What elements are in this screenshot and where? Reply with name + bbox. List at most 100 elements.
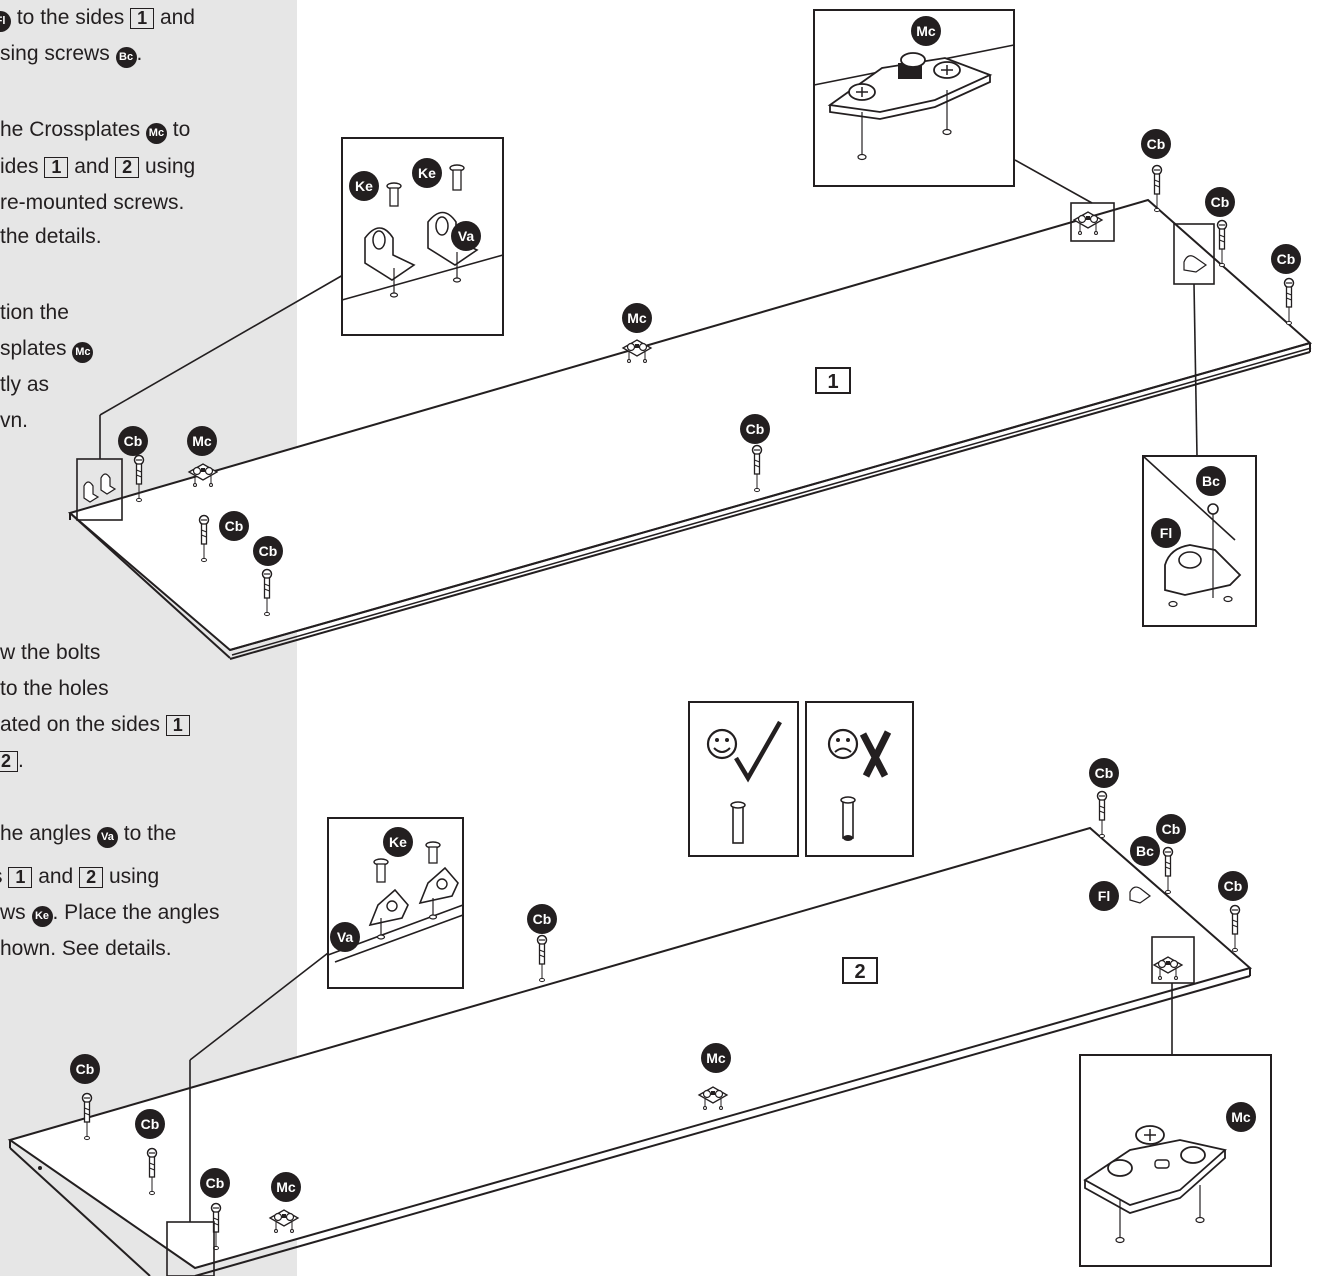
part-badge-label: Cb — [533, 911, 552, 927]
part-badge-label: Ke — [418, 165, 436, 181]
step5-line2: s 1 and 2 using — [0, 861, 159, 893]
angle-va — [83, 473, 117, 503]
fitting-fl — [1129, 886, 1152, 904]
part-badge-label: Fl — [1160, 525, 1172, 541]
part-badge-cb — [740, 414, 770, 444]
part-badge-label: Cb — [1277, 251, 1296, 267]
correct-example — [688, 701, 799, 857]
step5-line4: hown. See details. — [0, 937, 172, 960]
step3-line2: splates Mc — [0, 333, 94, 365]
step4-line3: ated on the sides 1 — [0, 709, 190, 741]
part-badge-mc — [187, 426, 217, 456]
screw-cb — [536, 934, 548, 983]
step2-line2: ides 1 and 2 using — [0, 155, 196, 178]
part-badge-label: Mc — [1231, 1109, 1251, 1125]
part-badge-label: Mc — [192, 433, 212, 449]
step4-line2: to the holes — [0, 677, 109, 700]
part-badge-cb — [527, 904, 557, 934]
part-badge-ke — [349, 171, 379, 201]
part-badge-mc — [622, 303, 652, 333]
step2-line1: he Crossplates Mc to — [0, 114, 190, 146]
step2-line4: the details. — [0, 225, 102, 248]
part-badge-cb — [1205, 187, 1235, 217]
step3-line4: vn. — [0, 409, 29, 432]
step1-line1: Fl to the sides 1 and — [0, 2, 195, 34]
panel-2-label: 2 — [854, 961, 865, 983]
panel-ref-1: 1 — [165, 715, 190, 736]
step3-line3: tly as — [0, 373, 50, 396]
part-badge-label: Va — [458, 228, 475, 244]
part-badge-mc — [911, 16, 941, 46]
step5-line3: ws Ke. Place the angles — [0, 897, 219, 929]
part-badge-cb — [1089, 758, 1119, 788]
panel-ref-1: 1 — [8, 867, 33, 888]
screw-cb — [1096, 790, 1108, 839]
step2-line3: re-mounted screws. — [0, 191, 185, 214]
part-badge-cb — [118, 426, 148, 456]
screw-cb — [1283, 277, 1295, 326]
part-badge-cb — [70, 1054, 100, 1084]
part-badge-label: Cb — [746, 421, 765, 437]
part-badge-label: Fl — [1098, 888, 1110, 904]
panel-1-label-box — [815, 367, 851, 394]
part-badge-cb — [1218, 871, 1248, 901]
step4-line4: 2. — [0, 745, 24, 777]
part-badge-cb — [200, 1168, 230, 1198]
part-badge-label: Cb — [141, 1116, 160, 1132]
panel-1-label: 1 — [827, 371, 838, 393]
part-badge-label: Mc — [706, 1050, 726, 1066]
panel-ref-1: 1 — [130, 8, 155, 29]
part-badge-label: Mc — [916, 23, 936, 39]
part-badge-ke — [412, 158, 442, 188]
part-badge-ke — [383, 827, 413, 857]
part-badge-cb — [1141, 129, 1171, 159]
part-badge-label: Cb — [206, 1175, 225, 1191]
part-badge-mc — [1226, 1102, 1256, 1132]
panel-1-board — [67, 198, 1313, 660]
panel-ref-1: 1 — [44, 157, 69, 178]
part-badge-label: Cb — [225, 518, 244, 534]
part-badge-label: Bc — [1136, 843, 1154, 859]
part-badge-label: Cb — [1095, 765, 1114, 781]
panel-2-label-box — [842, 957, 878, 984]
part-badge-label: Cb — [1224, 878, 1243, 894]
part-badge-fl: Fl — [0, 11, 11, 32]
screw-cb — [1216, 219, 1228, 268]
part-badge-label: Cb — [1147, 136, 1166, 152]
screw-cb — [1162, 846, 1174, 895]
step5-line1: he angles Va to the — [0, 818, 176, 850]
step1-line2: sing screws Bc. — [0, 38, 142, 70]
part-badge-va: Va — [96, 827, 118, 848]
part-badge-mc: Mc — [145, 123, 167, 144]
wrong-example — [805, 701, 914, 857]
part-badge-label: Ke — [389, 834, 407, 850]
detail-frame-crossplate — [1070, 202, 1115, 242]
part-badge-ke: Ke — [31, 906, 53, 927]
part-badge-va — [330, 922, 360, 952]
part-badge-label: Va — [337, 929, 354, 945]
part-badge-label: Cb — [124, 433, 143, 449]
panel-2-board — [7, 826, 1253, 1276]
part-badge-cb — [1271, 244, 1301, 274]
part-badge-label: Cb — [76, 1061, 95, 1077]
part-badge-label: Bc — [1202, 473, 1220, 489]
detail-box-crossplate-2 — [1079, 1054, 1272, 1267]
part-badge-va — [451, 221, 481, 251]
part-badge-cb — [135, 1109, 165, 1139]
step4-line1: w the bolts — [0, 641, 101, 664]
part-badge-label: Cb — [259, 543, 278, 559]
panel-ref-2: 2 — [0, 751, 19, 772]
part-badge-label: Cb — [1211, 194, 1230, 210]
part-badge-mc: Mc — [72, 342, 94, 363]
part-badge-fl — [1089, 881, 1119, 911]
screw-cb — [1229, 904, 1241, 953]
part-badge-mc — [701, 1043, 731, 1073]
part-badge-mc — [271, 1172, 301, 1202]
part-badge-label: Ke — [355, 178, 373, 194]
part-badge-cb — [1156, 814, 1186, 844]
part-badge-cb — [253, 536, 283, 566]
part-badge-cb — [219, 511, 249, 541]
panel-ref-2: 2 — [115, 157, 140, 178]
panel-ref-2: 2 — [79, 867, 104, 888]
